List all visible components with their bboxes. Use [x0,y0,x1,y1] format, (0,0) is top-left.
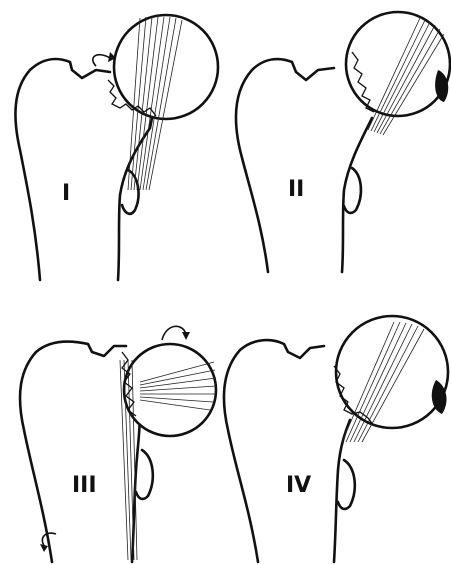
panel-ii: II [236,12,450,272]
panel-label-iii: III [72,473,97,498]
femoral-head-iv [336,316,448,428]
panel-label-ii: II [288,177,304,202]
femur-outline-iii [20,342,126,562]
femur-outline-i [15,59,110,280]
femoral-head-ii [346,12,450,116]
arrowhead-iii-top [182,332,190,340]
panel-i: I [15,15,218,280]
femur-outline-iv [224,340,324,562]
rotation-arrow-iii-top [162,326,186,340]
panel-iii: III [20,326,216,562]
panel-label-i: I [62,181,70,206]
femur-medial-ii [342,118,372,272]
lesser-trochanter-iii [136,450,153,499]
panel-label-iv: IV [286,473,311,498]
rotation-arrow-i [93,55,110,66]
arrowhead-iii-bottom [40,544,48,552]
femur-outline-ii [236,59,334,272]
lesser-trochanter-iv [338,460,355,509]
panel-iv: IV [224,316,448,562]
femoral-head-iii [124,344,216,436]
